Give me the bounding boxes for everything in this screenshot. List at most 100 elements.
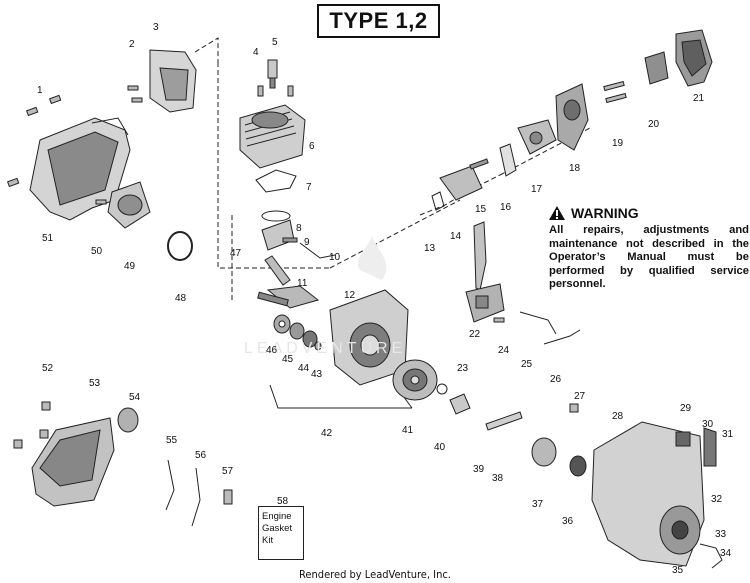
callout-7[interactable]: 7 xyxy=(306,182,312,193)
callout-36[interactable]: 36 xyxy=(562,516,574,527)
bolt-part xyxy=(223,489,233,505)
callout-52[interactable]: 52 xyxy=(42,363,54,374)
callout-40[interactable]: 40 xyxy=(434,442,446,453)
callout-48[interactable]: 48 xyxy=(175,293,187,304)
ignition-screw-part xyxy=(493,317,505,323)
callout-24[interactable]: 24 xyxy=(498,345,510,356)
callout-37[interactable]: 37 xyxy=(532,499,544,510)
trimmer-line-part xyxy=(165,459,175,511)
nut-part xyxy=(436,383,448,395)
callout-49[interactable]: 49 xyxy=(124,261,136,272)
crankshaft-part xyxy=(257,285,320,309)
callout-34[interactable]: 34 xyxy=(720,548,732,559)
gasket-kit-box[interactable]: Engine Gasket Kit xyxy=(258,506,304,560)
callout-4[interactable]: 4 xyxy=(253,47,259,58)
callout-29[interactable]: 29 xyxy=(680,403,692,414)
trimmer-line-part-2 xyxy=(191,467,201,527)
lever-part xyxy=(699,543,723,569)
callout-44[interactable]: 44 xyxy=(298,363,310,374)
callout-46[interactable]: 46 xyxy=(266,345,278,356)
callout-42[interactable]: 42 xyxy=(321,428,333,439)
callout-43[interactable]: 43 xyxy=(311,369,323,380)
callout-6[interactable]: 6 xyxy=(309,141,315,152)
callout-1[interactable]: 1 xyxy=(37,85,43,96)
callout-56[interactable]: 56 xyxy=(195,450,207,461)
callout-51[interactable]: 51 xyxy=(42,233,54,244)
callout-54[interactable]: 54 xyxy=(129,392,141,403)
starter-screw-part xyxy=(569,403,579,413)
callout-47[interactable]: 47 xyxy=(230,248,242,259)
callout-39[interactable]: 39 xyxy=(473,464,485,475)
callout-3[interactable]: 3 xyxy=(153,22,159,33)
callout-22[interactable]: 22 xyxy=(469,329,481,340)
intake-part xyxy=(431,158,489,211)
callout-27[interactable]: 27 xyxy=(574,391,586,402)
ground-wire-part xyxy=(543,329,581,345)
callout-31[interactable]: 31 xyxy=(722,429,734,440)
screw-part xyxy=(6,94,62,188)
callout-23[interactable]: 23 xyxy=(457,363,469,374)
callout-16[interactable]: 16 xyxy=(500,202,512,213)
callout-20[interactable]: 20 xyxy=(648,119,660,130)
callout-12[interactable]: 12 xyxy=(344,290,356,301)
spark-plug-part xyxy=(257,59,294,97)
air-box-screw-part xyxy=(603,80,627,104)
callout-14[interactable]: 14 xyxy=(450,231,462,242)
callout-33[interactable]: 33 xyxy=(715,529,727,540)
gasket-kit-line: Kit xyxy=(262,535,274,546)
warning-header: WARNING xyxy=(549,205,749,221)
callout-11[interactable]: 11 xyxy=(297,278,308,289)
callout-19[interactable]: 19 xyxy=(612,138,624,149)
callout-58[interactable]: 58 xyxy=(277,496,289,507)
callout-45[interactable]: 45 xyxy=(282,354,294,365)
watermark-flame xyxy=(357,236,387,280)
air-cover-part xyxy=(675,29,713,87)
warning-text: All repairs, adjustments and maintenance… xyxy=(549,224,749,290)
piston-part xyxy=(261,210,298,251)
callout-15[interactable]: 15 xyxy=(475,204,487,215)
diagram-title: TYPE 1,2 xyxy=(329,8,428,33)
starter-handle-part xyxy=(675,427,717,467)
guard-screw-part xyxy=(13,401,51,449)
callout-2[interactable]: 2 xyxy=(129,39,135,50)
callout-13[interactable]: 13 xyxy=(424,243,436,254)
cylinder-gasket-part xyxy=(255,169,297,193)
pulley-part xyxy=(531,437,557,467)
callout-30[interactable]: 30 xyxy=(702,419,714,430)
callout-35[interactable]: 35 xyxy=(672,565,684,576)
carb-gasket-part xyxy=(499,143,517,177)
callout-32[interactable]: 32 xyxy=(711,494,723,505)
ignition-part xyxy=(465,221,505,323)
muffler-part xyxy=(95,181,151,229)
callout-17[interactable]: 17 xyxy=(531,184,543,195)
callout-53[interactable]: 53 xyxy=(89,378,101,389)
callout-5[interactable]: 5 xyxy=(272,37,278,48)
fuel-line-part xyxy=(449,393,471,415)
callout-57[interactable]: 57 xyxy=(222,466,234,477)
callout-41[interactable]: 41 xyxy=(402,425,414,436)
callout-21[interactable]: 21 xyxy=(693,93,705,104)
callout-9[interactable]: 9 xyxy=(304,237,310,248)
footer-credit: Rendered by LeadVenture, Inc. xyxy=(299,568,451,581)
callout-25[interactable]: 25 xyxy=(521,359,533,370)
callout-18[interactable]: 18 xyxy=(569,163,581,174)
air-box-part xyxy=(555,83,589,151)
callout-8[interactable]: 8 xyxy=(296,223,302,234)
crankcase-part xyxy=(329,289,409,386)
watermark: LEADVENTURE xyxy=(244,340,407,357)
callout-26[interactable]: 26 xyxy=(550,374,562,385)
callout-38[interactable]: 38 xyxy=(492,473,504,484)
carburetor-part xyxy=(517,119,557,155)
callout-28[interactable]: 28 xyxy=(612,411,624,422)
air-filter-part xyxy=(644,51,669,85)
callout-10[interactable]: 10 xyxy=(329,252,341,263)
connecting-rod-part xyxy=(264,255,291,286)
guard-part xyxy=(31,417,115,507)
warning-icon xyxy=(549,206,565,220)
housing-part xyxy=(29,117,131,221)
callout-50[interactable]: 50 xyxy=(91,246,103,257)
guard-nut-part xyxy=(117,407,139,433)
callout-55[interactable]: 55 xyxy=(166,435,178,446)
gasket-kit-line: Engine xyxy=(262,511,292,522)
